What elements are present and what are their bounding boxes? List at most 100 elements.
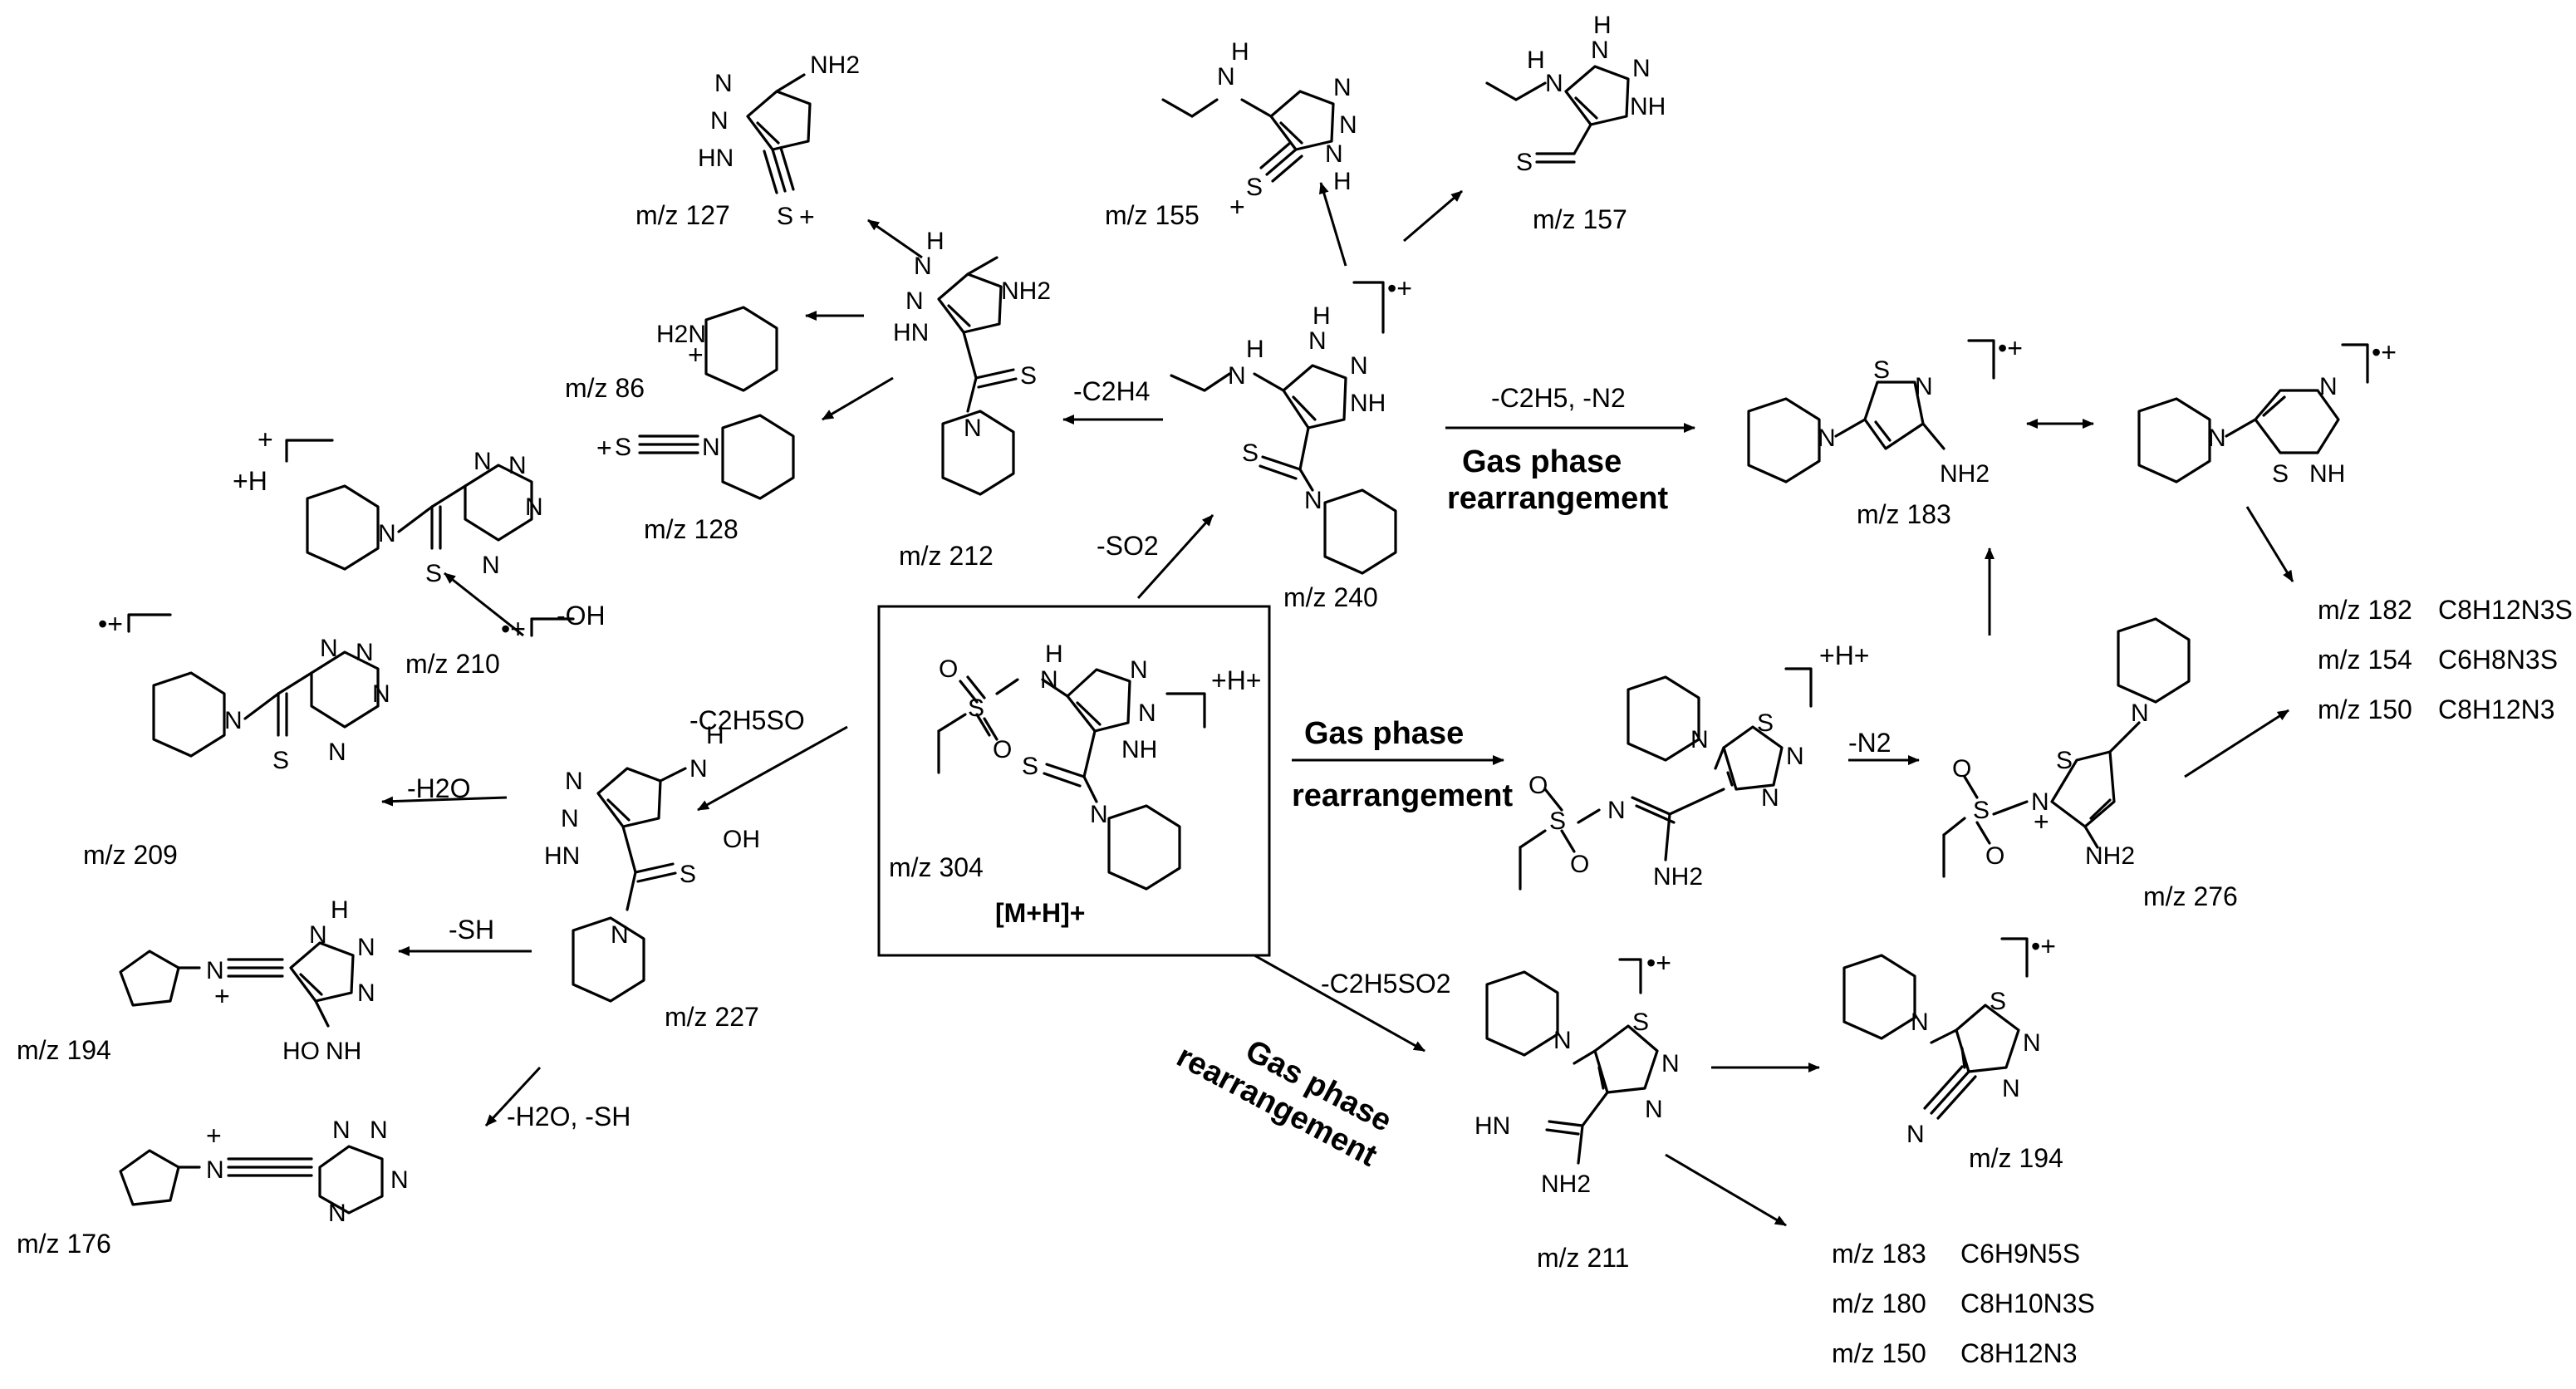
svg-text:N: N xyxy=(357,979,375,1007)
svg-text:+: + xyxy=(799,202,815,232)
structure-m304 xyxy=(937,668,1206,891)
svg-text:N: N xyxy=(206,957,224,984)
svg-text:•+: •+ xyxy=(98,609,123,639)
svg-text:C8H12N3: C8H12N3 xyxy=(1960,1338,2078,1368)
svg-text:+: + xyxy=(688,340,704,370)
arrow-211-fragments xyxy=(1665,1153,1787,1227)
reaction-arrows xyxy=(381,182,2294,1227)
svg-text:S: S xyxy=(1873,356,1890,384)
cond-sh: -SH xyxy=(449,915,494,945)
structure-m276 xyxy=(1942,617,2191,878)
svg-text:S: S xyxy=(1020,362,1037,390)
svg-text:+: + xyxy=(596,433,612,463)
cond-n2: -N2 xyxy=(1848,728,1892,758)
svg-text:NH: NH xyxy=(1121,736,1157,763)
svg-text:+: + xyxy=(2034,807,2049,837)
svg-text:N: N xyxy=(914,253,932,280)
arrow-304-227 xyxy=(697,725,848,812)
svg-text:N: N xyxy=(1090,801,1108,828)
arrow-227-176 xyxy=(484,1066,542,1127)
svg-text:C6H8N3S: C6H8N3S xyxy=(2438,645,2558,675)
svg-text:N: N xyxy=(1632,55,1651,82)
cond-h2o: -H2O xyxy=(407,773,470,803)
svg-text:N: N xyxy=(1818,425,1836,452)
svg-text:C8H12N3S: C8H12N3S xyxy=(2438,595,2573,625)
svg-text:N: N xyxy=(224,707,243,734)
svg-text:N: N xyxy=(1906,1121,1925,1148)
svg-text:O: O xyxy=(1528,772,1548,799)
svg-text:S: S xyxy=(1990,988,2006,1015)
svg-text:N: N xyxy=(1350,352,1368,380)
svg-text:N: N xyxy=(2002,1075,2020,1102)
cond-so2: -SO2 xyxy=(1097,531,1159,561)
svg-text:N: N xyxy=(1915,373,1933,400)
svg-text:N: N xyxy=(332,1117,351,1144)
svg-text:+: + xyxy=(206,1121,222,1151)
svg-text:N: N xyxy=(1217,63,1235,91)
atoms-m194-right: N S N N N xyxy=(1906,988,2041,1148)
gas-phase-2a: Gas phase xyxy=(1304,716,1464,751)
atoms-m227: N N HN H N OH S N xyxy=(544,722,760,949)
svg-text:S: S xyxy=(1022,753,1038,780)
svg-text:O: O xyxy=(1570,851,1589,878)
svg-text:•+: •+ xyxy=(2372,337,2397,367)
svg-text:N: N xyxy=(1545,70,1563,97)
svg-text:+: + xyxy=(258,425,273,454)
cond-h2o-sh: -H2O, -SH xyxy=(507,1102,631,1131)
svg-text:C8H12N3: C8H12N3 xyxy=(2438,694,2555,724)
svg-text:N: N xyxy=(356,639,374,666)
svg-text:+H: +H xyxy=(233,466,267,496)
cond-c2h5so: -C2H5SO xyxy=(689,705,805,735)
cond-oh: -OH xyxy=(557,601,606,631)
svg-text:H: H xyxy=(1231,38,1249,66)
svg-text:H: H xyxy=(1527,47,1545,74)
svg-text:S: S xyxy=(1549,807,1566,835)
svg-text:O: O xyxy=(939,655,958,683)
svg-text:HN: HN xyxy=(698,145,734,172)
structure-m86 xyxy=(704,306,778,392)
svg-text:O: O xyxy=(993,736,1012,763)
svg-text:N: N xyxy=(370,1117,388,1144)
svg-text:S: S xyxy=(680,861,696,888)
arrow-276-fragments xyxy=(2184,709,2289,778)
svg-text:S: S xyxy=(1246,174,1263,201)
svg-text:H: H xyxy=(331,896,349,924)
svg-text:N: N xyxy=(1645,1096,1663,1123)
structure-m176 xyxy=(119,1145,384,1215)
charge-m304: +H+ xyxy=(1211,665,1261,695)
svg-text:m/z 154: m/z 154 xyxy=(2318,645,2412,675)
svg-text:H: H xyxy=(1313,302,1331,330)
structure-m182 xyxy=(2137,343,2369,483)
atoms-thiadiazole-sulfonyl: N S N N N S O O NH2 xyxy=(1528,709,1804,891)
arrow-227-210 xyxy=(444,572,524,637)
charge-m240: •+ xyxy=(1387,273,1412,303)
structure-m155 xyxy=(1161,90,1335,183)
svg-text:N: N xyxy=(1553,1027,1572,1054)
mz-127: m/z 127 xyxy=(635,200,730,230)
structure-m209 xyxy=(127,613,380,758)
svg-text:N: N xyxy=(1591,37,1609,64)
mz-276: m/z 276 xyxy=(2143,881,2238,911)
svg-text:N: N xyxy=(2131,699,2149,727)
arrow-212-128 xyxy=(822,376,894,421)
mz-label-304: m/z 304 xyxy=(889,852,984,882)
svg-text:S: S xyxy=(1516,149,1533,176)
atoms-m183: N S N NH2 xyxy=(1818,356,1990,488)
mz-194-right: m/z 194 xyxy=(1969,1143,2063,1173)
cond-c2h5-n2: -C2H5, -N2 xyxy=(1491,383,1626,413)
svg-text:N: N xyxy=(1339,111,1357,139)
structure-m127 xyxy=(746,73,812,194)
atoms-m182: N N S NH xyxy=(2208,373,2345,488)
svg-text:N: N xyxy=(565,768,583,795)
svg-text:N: N xyxy=(702,434,720,461)
atoms-m157: H N N NH H N S xyxy=(1516,12,1666,176)
structure-m240 xyxy=(1170,281,1397,575)
atoms-m127: N N HN NH2 S + xyxy=(698,52,860,232)
svg-text:N: N xyxy=(1786,743,1804,770)
atoms-m209: N S N N N N xyxy=(224,635,390,774)
mz-210: m/z 210 xyxy=(405,649,500,679)
structure-m157 xyxy=(1485,65,1630,164)
svg-text:N: N xyxy=(561,805,579,832)
mz-183: m/z 183 xyxy=(1857,499,1951,529)
